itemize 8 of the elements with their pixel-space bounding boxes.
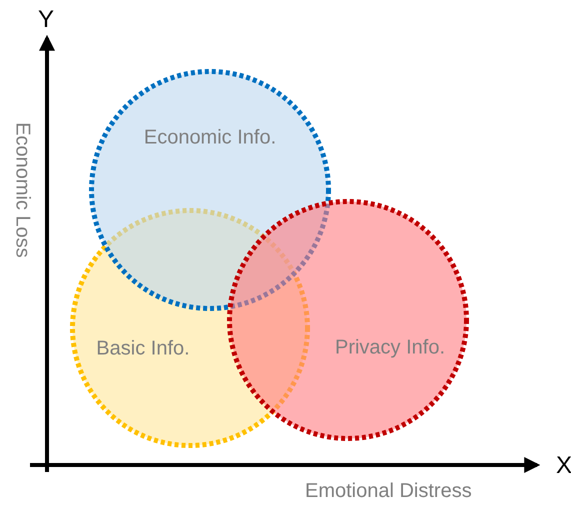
venn-circle [227, 199, 469, 441]
axis-label: Y [38, 6, 54, 34]
set-label: Basic Info. [96, 338, 190, 360]
set-label: Economic Info. [144, 126, 276, 150]
venn-circle [89, 69, 331, 311]
axis-title: Economic Loss [10, 122, 34, 258]
axis-title: Emotional Distress [305, 480, 472, 503]
set-label: Privacy Info. [334, 336, 446, 360]
